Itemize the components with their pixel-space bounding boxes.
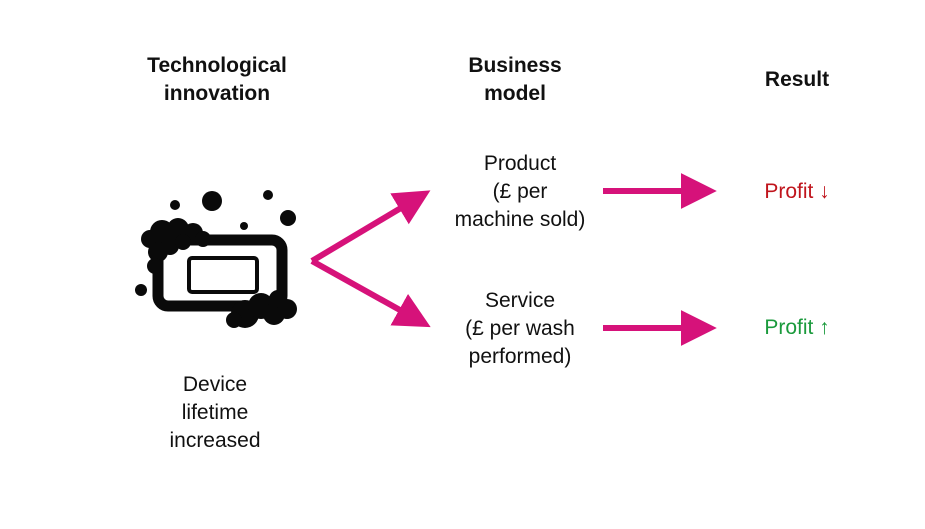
arrow-to-product [310, 190, 431, 264]
header-result: Result [764, 68, 830, 91]
header-technological-innovation: Technological innovation [147, 54, 287, 105]
device-lifetime-label: Device lifetime increased [169, 373, 261, 452]
arrow-to-service [310, 258, 431, 328]
result-profit-down: Profit ↓ [764, 180, 830, 203]
washing-machine-soap-icon [135, 190, 297, 328]
product-model-label: Product (£ per machine sold) [454, 152, 586, 231]
result-profit-up: Profit ↑ [764, 316, 830, 339]
header-business-model: Business model [468, 54, 562, 105]
service-model-label: Service (£ per wash performed) [465, 289, 575, 368]
